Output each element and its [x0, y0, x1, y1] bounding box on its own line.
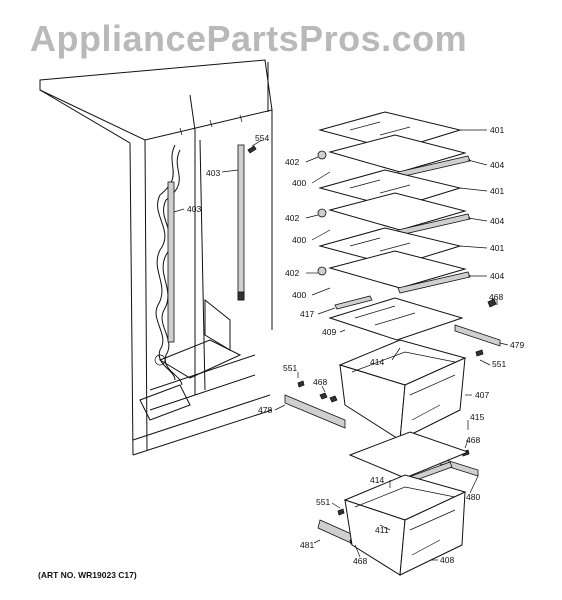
- callout-468-d: 468: [353, 556, 367, 566]
- callout-468-b: 468: [313, 377, 327, 387]
- callout-478: 478: [258, 405, 272, 415]
- callout-414-a: 414: [370, 357, 384, 367]
- callout-403-left: 403: [187, 204, 201, 214]
- callout-400-c: 400: [292, 290, 306, 300]
- cabinet-drawing: [39, 59, 273, 456]
- callout-401-c: 401: [490, 243, 504, 253]
- callout-414-b: 414: [370, 475, 384, 485]
- callout-403-right: 403: [206, 168, 220, 178]
- callout-407: 407: [475, 390, 489, 400]
- shelf-assembly-3: [317, 227, 471, 294]
- callout-labels: 554 403 403 401 402 404 400 401 402 404 …: [187, 125, 524, 566]
- callout-479: 479: [510, 340, 524, 350]
- callout-404-b: 404: [490, 216, 504, 226]
- callout-481: 481: [300, 540, 314, 550]
- callout-402-a: 402: [285, 157, 299, 167]
- upper-crisper-drawer: [338, 339, 467, 441]
- leader-lines: [173, 129, 509, 561]
- callout-480: 480: [466, 492, 480, 502]
- callout-400-a: 400: [292, 178, 306, 188]
- callout-468-c: 468: [466, 435, 480, 445]
- callout-551-b: 551: [492, 359, 506, 369]
- shelf-assembly-2: [317, 169, 471, 236]
- lower-crisper-drawer: [343, 474, 467, 576]
- callout-400-b: 400: [292, 235, 306, 245]
- callout-404-a: 404: [490, 160, 504, 170]
- callout-409: 409: [322, 327, 336, 337]
- callout-401-b: 401: [490, 186, 504, 196]
- callout-408: 408: [440, 555, 454, 565]
- callout-551-a: 551: [283, 363, 297, 373]
- shelf-assembly-1: [317, 111, 471, 178]
- crisper-cover-assembly: [328, 295, 464, 341]
- callout-401-a: 401: [490, 125, 504, 135]
- watermark-logo: AppliancePartsPros.com: [30, 18, 468, 59]
- callout-411: 411: [375, 525, 389, 535]
- callout-404-c: 404: [490, 271, 504, 281]
- art-number: (ART NO. WR19023 C17): [38, 570, 137, 580]
- callout-468-a: 468: [489, 292, 503, 302]
- callout-417: 417: [300, 309, 314, 319]
- callout-554: 554: [255, 133, 269, 143]
- callout-551-c: 551: [316, 497, 330, 507]
- callout-415: 415: [470, 412, 484, 422]
- callout-402-b: 402: [285, 213, 299, 223]
- callout-402-c: 402: [285, 268, 299, 278]
